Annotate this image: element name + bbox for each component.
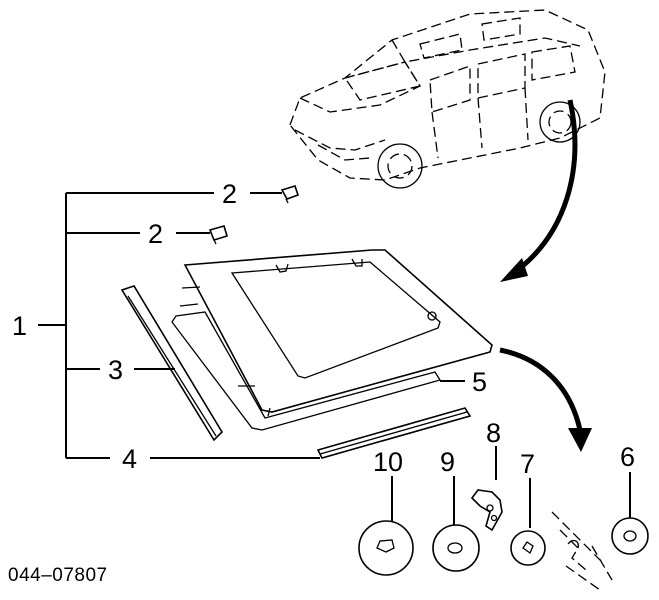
callout-4: 4 — [122, 444, 137, 474]
location-arrow-lower — [499, 347, 592, 452]
callout-8: 8 — [486, 418, 501, 448]
part-10-disc — [358, 520, 414, 576]
quarter-window-glass — [183, 249, 493, 413]
location-arrow-upper — [500, 99, 578, 282]
part-9-disc — [432, 524, 480, 572]
callout-6: 6 — [620, 442, 635, 472]
part-6-disc — [611, 517, 649, 555]
clip-upper — [280, 185, 300, 204]
molding-vertical — [120, 285, 224, 442]
callout-9: 9 — [440, 447, 455, 477]
callout-10: 10 — [373, 447, 403, 477]
callout-3: 3 — [108, 355, 123, 385]
part-7-disc — [510, 530, 546, 566]
vehicle-illustration — [289, 9, 606, 189]
callout-1: 1 — [12, 311, 27, 341]
callout-5: 5 — [472, 367, 487, 397]
callout-2-upper: 2 — [222, 179, 237, 209]
callout-2-lower: 2 — [148, 219, 163, 249]
callout-7: 7 — [520, 449, 535, 479]
diagram-code: 044–07807 — [8, 565, 108, 586]
leader-lines — [38, 192, 631, 530]
molding-bottom — [316, 407, 472, 459]
part-8-bracket — [470, 489, 503, 532]
clip-lower — [208, 225, 228, 245]
clip-location-sketch — [551, 511, 613, 591]
